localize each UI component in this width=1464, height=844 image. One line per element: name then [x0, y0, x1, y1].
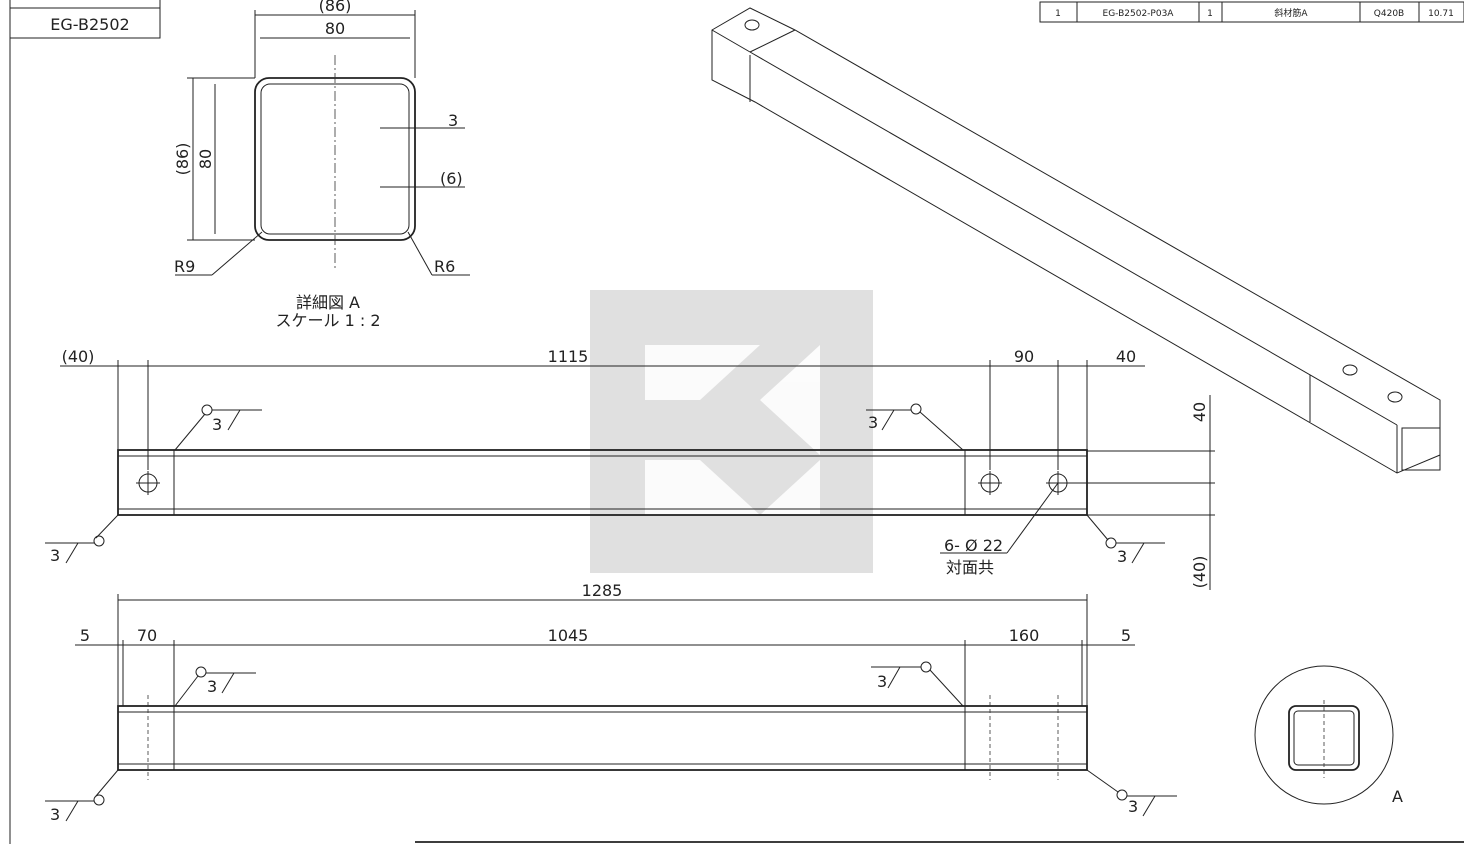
dim-outer-width: (86): [319, 0, 352, 15]
dim-gap: (6): [440, 169, 463, 188]
dim-inner-height: 80: [196, 149, 215, 169]
material: Q420B: [1374, 9, 1404, 19]
dim-right-gap: 5: [1121, 626, 1131, 645]
dim-span: 1115: [548, 347, 589, 366]
dim-outer-radius: R9: [174, 257, 195, 276]
side-view: 1285 5 70 1045 160 5 3 3 3 3: [45, 581, 1177, 824]
dim-overall-length: 1285: [582, 581, 623, 600]
weld-symbol-size: 3: [868, 413, 878, 432]
item-number: 1: [1055, 9, 1061, 19]
watermark-logo-cutout: [645, 345, 820, 515]
weld-symbol-size: 3: [50, 546, 60, 565]
dim-left-sleeve: 70: [137, 626, 157, 645]
dim-right-sleeve: 160: [1009, 626, 1040, 645]
section-label: A: [1392, 787, 1403, 806]
detail-title: 詳細図 A: [296, 293, 360, 312]
dim-right-offset: 40: [1116, 347, 1136, 366]
hole-callout: 6- Ø 22: [944, 536, 1003, 555]
weld-symbol-size: 3: [1128, 797, 1138, 816]
watermark-logo: [590, 290, 873, 573]
drawing-number-box: EG-B2502: [9, 0, 161, 39]
weight: 10.71: [1428, 9, 1454, 19]
quantity: 1: [1207, 9, 1213, 19]
drawing-number: EG-B2502: [50, 15, 129, 34]
weld-symbol-size: 3: [1117, 547, 1127, 566]
dim-hole-pitch: 90: [1014, 347, 1034, 366]
dim-inner-radius: R6: [434, 257, 455, 276]
dim-vertical-top: 40: [1190, 402, 1209, 422]
dim-inner-width: 80: [325, 19, 345, 38]
dim-left-offset: (40): [62, 347, 95, 366]
dim-middle: 1045: [548, 626, 589, 645]
weld-symbol-size: 3: [212, 415, 222, 434]
detail-a-section: (86) 80 (86) 80 3 (6) R9 R6 詳細図 A スケール 1…: [173, 0, 470, 330]
weld-symbol-size: 3: [50, 805, 60, 824]
weld-symbol-size: 3: [207, 677, 217, 696]
section-a-callout: A: [1254, 665, 1403, 806]
dim-outer-height: (86): [173, 143, 192, 176]
hole-callout-note: 対面共: [946, 558, 994, 577]
detail-scale: スケール 1 : 2: [275, 311, 380, 330]
parts-table-row: 1 EG-B2502-P03A 1 斜材筋A Q420B 10.71: [1039, 1, 1464, 23]
dim-vertical-bottom: (40): [1190, 556, 1209, 589]
dim-wall-thickness: 3: [448, 111, 458, 130]
part-number: EG-B2502-P03A: [1103, 9, 1175, 19]
isometric-view: [711, 7, 1441, 474]
top-view: (40) 1115 90 40 40 (40) 3 3 3 3 6- Ø 22 …: [45, 347, 1215, 590]
weld-symbol-size: 3: [877, 672, 887, 691]
part-name: 斜材筋A: [1274, 7, 1308, 19]
dim-left-gap: 5: [80, 626, 90, 645]
